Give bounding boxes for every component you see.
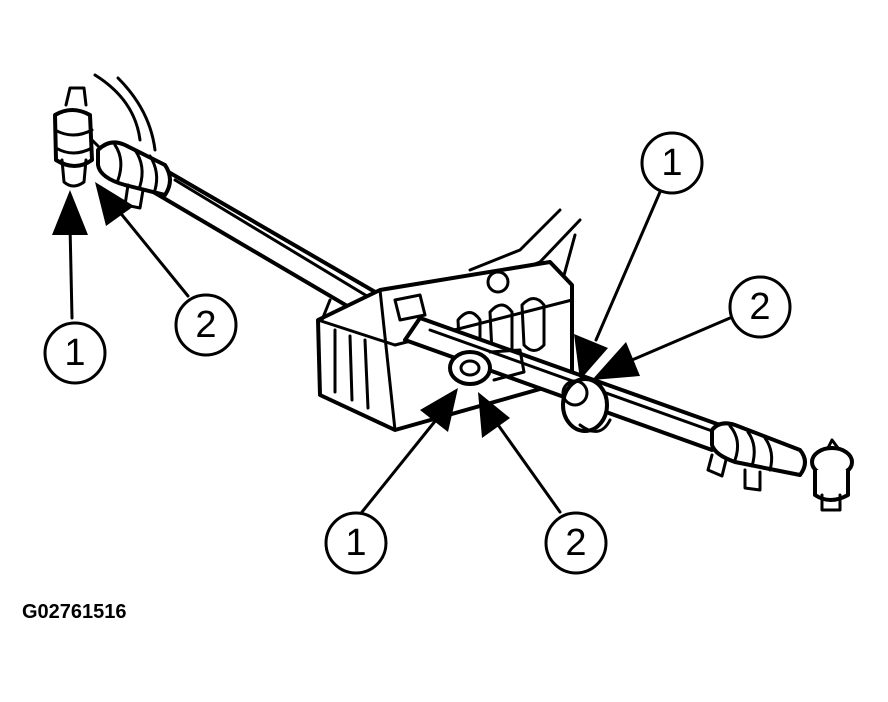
callout-label: 2 <box>195 304 216 346</box>
figure-code: G02761516 <box>22 601 127 623</box>
center-pivot-nut <box>448 348 526 386</box>
callout-right-2: 2 <box>728 275 792 339</box>
arrow-head-right-1 <box>574 334 608 380</box>
callout-label: 1 <box>345 522 366 564</box>
callout-center-1: 1 <box>324 511 388 575</box>
callout-label: 2 <box>565 522 586 564</box>
callout-left-2: 2 <box>174 293 238 357</box>
steering-gear-housing <box>316 260 574 432</box>
callout-label: 1 <box>661 142 682 184</box>
arrow-head-center-2 <box>478 392 510 438</box>
arrow-head-right-2 <box>592 342 640 380</box>
leaders <box>52 182 732 514</box>
callout-label: 2 <box>749 286 770 328</box>
callout-right-1: 1 <box>640 131 704 195</box>
left-tie-rod-end <box>53 86 102 188</box>
arrow-head-center-1 <box>420 388 458 432</box>
callout-center-2: 2 <box>544 511 608 575</box>
callout-label: 1 <box>64 332 85 374</box>
arrow-head-left-2 <box>95 182 134 226</box>
right-tie-rod-end <box>706 421 854 512</box>
right-adjusting-sleeve <box>561 377 612 433</box>
arrow-head-left-1 <box>52 190 88 235</box>
callout-left-1: 1 <box>43 321 107 385</box>
